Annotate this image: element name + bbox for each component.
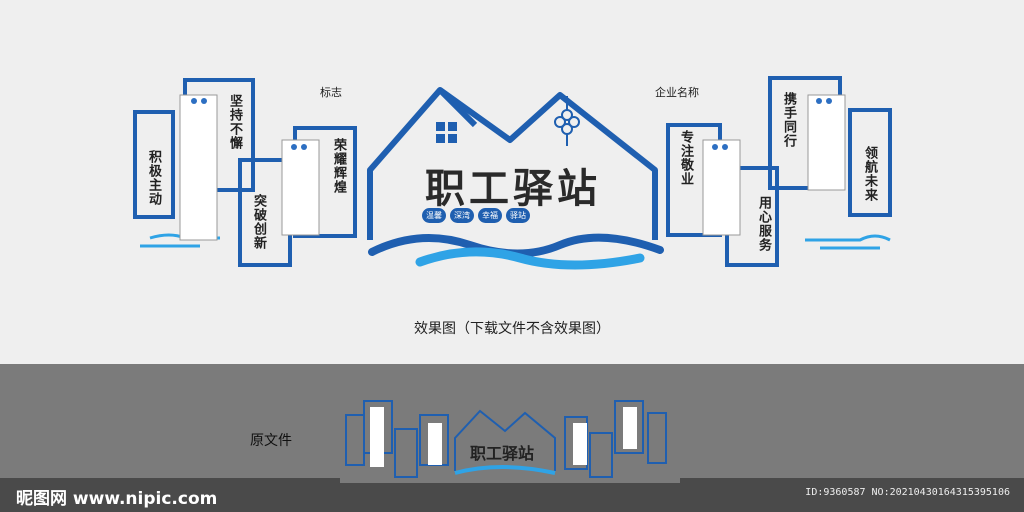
watermark-id: ID:9360587 NO:20210430164315395106 — [805, 487, 1010, 498]
slogan-8: 领航未来 — [862, 146, 877, 202]
culture-wall-illustration — [133, 76, 892, 270]
watermark-site: 昵图网 www.nipic.com — [16, 489, 218, 509]
effect-preview-area — [0, 0, 1024, 364]
thumbnail-title: 职工驿站 — [470, 444, 535, 463]
company-label: 企业名称 — [655, 86, 699, 99]
slogan-3: 突破创新 — [251, 194, 266, 250]
watermark-strip — [0, 478, 1024, 512]
bubble-2: 深湾 — [450, 208, 474, 223]
slogan-6: 用心服务 — [756, 196, 771, 252]
window-icon — [436, 122, 457, 143]
slogan-4: 荣耀辉煌 — [331, 138, 346, 194]
slogan-2: 坚持不懈 — [227, 94, 242, 150]
slogan-7: 携手同行 — [781, 92, 796, 148]
logo-label: 标志 — [320, 86, 342, 99]
original-file-thumbnail — [340, 393, 680, 483]
slogan-1: 积极主动 — [146, 150, 161, 206]
bubble-3: 幸福 — [478, 208, 502, 223]
main-title: 职工驿站 — [425, 165, 601, 212]
effect-caption: 效果图（下载文件不含效果图） — [414, 321, 610, 337]
bubble-4: 驿站 — [506, 208, 530, 223]
heart-icons — [191, 98, 832, 150]
original-file-label: 原文件 — [250, 433, 292, 449]
slogan-5: 专注敬业 — [678, 130, 693, 186]
bubble-row: 温馨 深湾 幸福 驿站 — [422, 208, 530, 223]
bubble-1: 温馨 — [422, 208, 446, 223]
chinese-knot-icon — [554, 96, 580, 146]
